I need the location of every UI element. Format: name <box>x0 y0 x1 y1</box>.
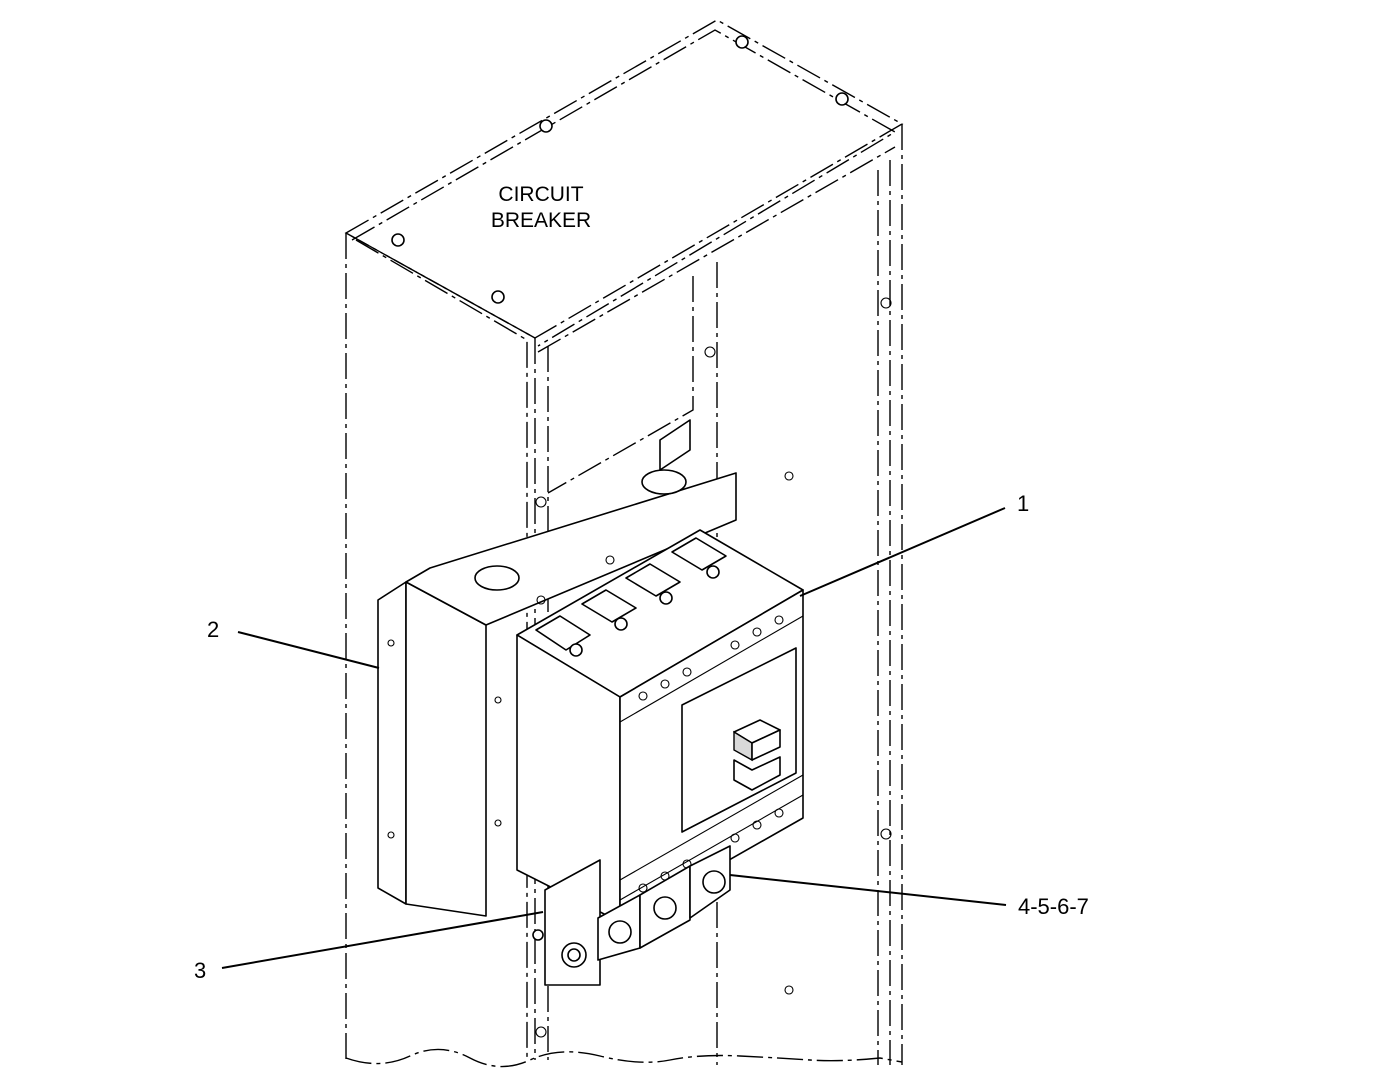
leader-3 <box>221 911 544 969</box>
callout-2: 2 <box>207 617 219 642</box>
callout-1: 1 <box>1017 491 1029 516</box>
box-label-line1: CIRCUIT <box>498 183 583 206</box>
leader-1 <box>799 507 1006 597</box>
mounting-bracket <box>377 419 737 917</box>
terminal-hardware <box>532 845 731 986</box>
callout-4-5-6-7: 4-5-6-7 <box>1018 894 1089 919</box>
circuit-breaker <box>516 529 804 923</box>
callout-3: 3 <box>194 958 206 983</box>
leader-2 <box>237 631 380 669</box>
leader-lines <box>221 507 1007 969</box>
leader-4 <box>729 874 1007 906</box>
box-label-line2: BREAKER <box>491 209 591 232</box>
